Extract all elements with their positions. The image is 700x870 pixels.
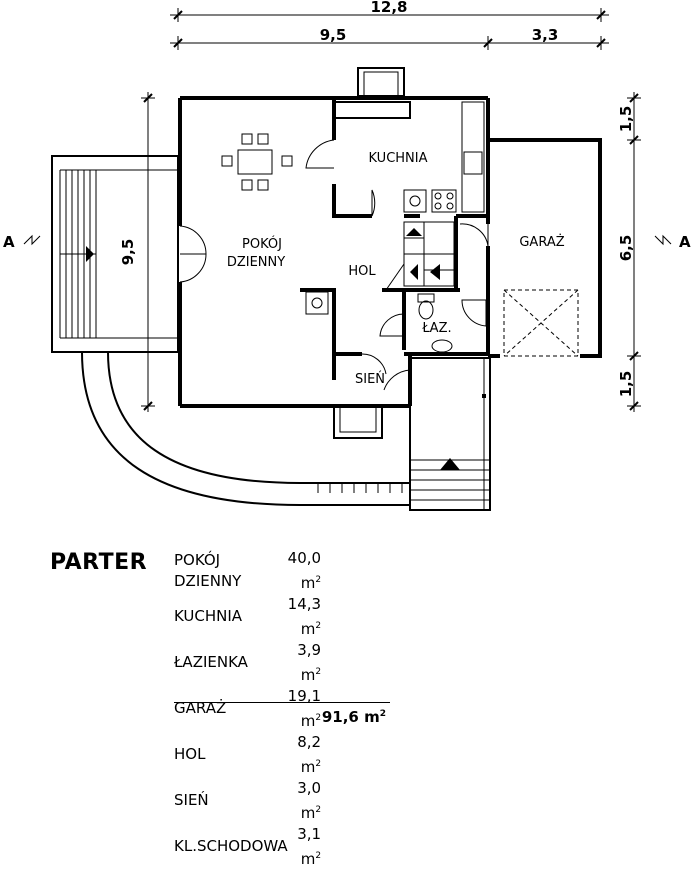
- area-row-name: KL.SCHODOWA: [174, 837, 288, 856]
- area-row-value: 3,1 m2: [288, 824, 325, 870]
- dim-house-depth: 9,5: [119, 239, 137, 266]
- floor-plan: 12,8 9,5 3,3 9,5 1,5 6,5 1,5 A A: [3, 0, 691, 511]
- area-unit-exp: 2: [315, 574, 322, 585]
- total-area: 91,6 m2: [174, 708, 386, 726]
- area-unit-exp: 2: [315, 712, 322, 723]
- area-unit: m: [300, 619, 316, 638]
- area-row: ŁAZIENKA 3,9 m2: [174, 640, 325, 686]
- area-unit: m: [300, 573, 316, 592]
- area-value: 19,1: [287, 687, 322, 705]
- dim-total-width: 12,8: [370, 0, 407, 16]
- area-row-name: GARAŻ: [174, 699, 227, 718]
- garage-walls: [488, 138, 602, 358]
- dim-house-width: 9,5: [320, 26, 347, 44]
- area-unit-exp: 2: [315, 758, 322, 769]
- area-row-name: KUCHNIA: [174, 607, 243, 626]
- area-row-name: SIEŃ: [174, 791, 209, 810]
- area-row: POKÓJ DZIENNY 40,0 m2: [174, 548, 325, 594]
- area-row: SIEŃ 3,0 m2: [174, 778, 325, 824]
- left-dimension-line: [141, 92, 155, 412]
- area-unit: m: [300, 665, 316, 684]
- top-dimension-lines: [170, 8, 609, 50]
- area-unit: m: [300, 757, 316, 776]
- area-unit-exp: 2: [315, 620, 322, 631]
- dining-table: [221, 133, 293, 191]
- area-row-value: 19,1 m2: [288, 686, 325, 732]
- right-dimension-line: [627, 92, 641, 412]
- total-area-unit-exp: 2: [379, 709, 386, 719]
- area-unit-exp: 2: [315, 850, 322, 861]
- area-value: 8,2: [297, 733, 322, 751]
- legend-title: PARTER: [50, 550, 148, 575]
- area-row-name: ŁAZIENKA: [174, 653, 248, 672]
- room-label-living-2: DZIENNY: [227, 255, 285, 270]
- section-arrow-right-icon: [654, 234, 672, 246]
- room-label-kitchen: KUCHNIA: [369, 151, 428, 166]
- area-value: 3,0: [297, 779, 322, 797]
- dim-right-mid: 6,5: [617, 235, 635, 262]
- area-row-value: 40,0 m2: [288, 548, 325, 594]
- room-label-garage: GARAŻ: [519, 234, 564, 250]
- area-value: 3,1: [297, 825, 322, 843]
- window-bay-bottom: [333, 405, 383, 439]
- total-divider: [174, 702, 390, 703]
- kitchen-fixtures: [334, 101, 485, 213]
- terrace-left: [51, 155, 179, 353]
- room-label-bath: ŁAZ.: [421, 321, 451, 336]
- section-marker-right: A: [679, 233, 691, 251]
- dim-right-bottom: 1,5: [617, 371, 635, 398]
- area-value: 14,3: [287, 595, 322, 613]
- area-row-name: HOL: [174, 745, 206, 764]
- area-unit: m: [300, 803, 316, 822]
- stairs: [385, 221, 455, 291]
- area-row-value: 14,3 m2: [288, 594, 325, 640]
- section-marker-left: A: [3, 233, 15, 251]
- dim-garage-width: 3,3: [532, 26, 559, 44]
- dim-right-top: 1,5: [617, 106, 635, 133]
- area-unit-exp: 2: [315, 666, 322, 677]
- area-row-name: POKÓJ DZIENNY: [174, 550, 242, 591]
- area-row-value: 3,0 m2: [288, 778, 325, 824]
- section-arrow-left-icon: [23, 234, 41, 246]
- bath-fixtures: [305, 291, 487, 353]
- entry-stairs: [409, 357, 491, 511]
- room-label-hall: HOL: [348, 264, 376, 279]
- area-row-value: 8,2 m2: [288, 732, 325, 778]
- area-unit: m: [300, 849, 316, 868]
- room-label-living-1: POKÓJ: [242, 236, 282, 252]
- area-value: 40,0: [287, 549, 322, 567]
- room-label-vestibule: SIEŃ: [355, 371, 385, 387]
- area-unit: m: [300, 711, 316, 730]
- total-area-value: 91,6: [321, 708, 359, 726]
- area-row-value: 3,9 m2: [288, 640, 325, 686]
- area-row: KUCHNIA 14,3 m2: [174, 594, 325, 640]
- doors: [179, 139, 489, 391]
- area-value: 3,9: [297, 641, 322, 659]
- area-row: GARAŻ 19,1 m2: [174, 686, 325, 732]
- garden-path: [81, 351, 410, 506]
- house-walls: [178, 96, 490, 408]
- area-row: HOL 8,2 m2: [174, 732, 325, 778]
- total-area-unit: m: [364, 708, 380, 726]
- area-unit-exp: 2: [315, 804, 322, 815]
